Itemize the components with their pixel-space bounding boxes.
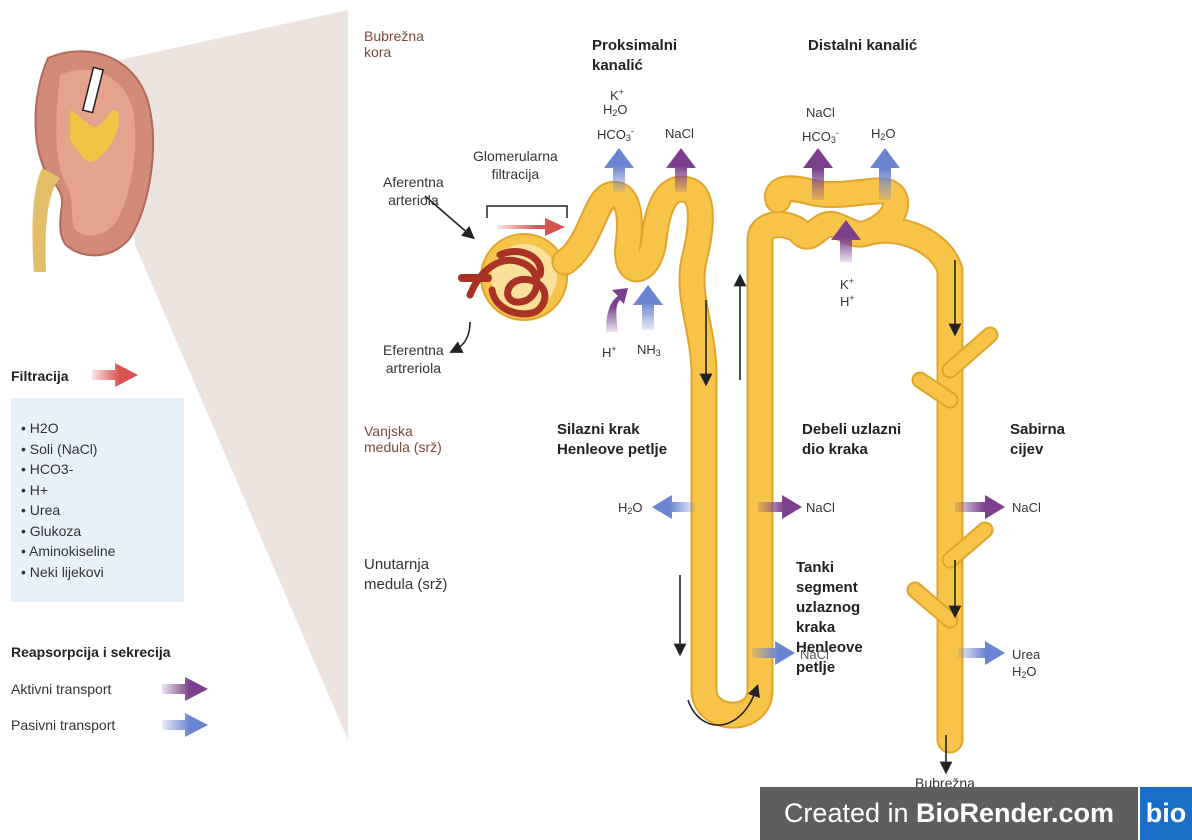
legend-active-label: Aktivni transport	[11, 681, 111, 697]
sub-coll-h2o: H2O	[1012, 663, 1037, 684]
legend-item: • Neki lijekovi	[21, 562, 184, 583]
sub-prox-nacl: NaCl	[665, 125, 694, 142]
legend-item: • Urea	[21, 500, 184, 521]
sub-thick-nacl: NaCl	[806, 499, 835, 516]
legend-passive-arrow	[162, 713, 208, 737]
glomerulus	[462, 234, 567, 320]
legend-item: • Glukoza	[21, 521, 184, 542]
legend-item: • Aminokiseline	[21, 541, 184, 562]
legend-filtration-arrow	[92, 363, 138, 387]
legend-active-arrow	[162, 677, 208, 701]
sub-prox-h2o: H2O	[603, 101, 628, 122]
sub-prox-nh3: NH3	[637, 341, 661, 362]
sub-coll-urea: Urea	[1012, 646, 1040, 663]
sub-prox-h: H+	[602, 341, 617, 361]
filtration-arrow	[497, 218, 565, 236]
sub-dist-h: H+	[840, 290, 855, 310]
title-distal: Distalni kanalić	[808, 36, 917, 56]
sub-dist-hco3: HCO3-	[802, 125, 839, 149]
legend-item: • HCO3-	[21, 459, 184, 480]
biorender-watermark[interactable]: Created in BioRender.com	[760, 787, 1138, 840]
biorender-logo[interactable]: bio	[1140, 787, 1192, 840]
legend-item: • H+	[21, 480, 184, 501]
legend-item: • Soli (NaCl)	[21, 439, 184, 460]
sub-thin-nacl: NaCl	[800, 646, 829, 663]
sub-dist-nacl: NaCl	[806, 104, 835, 121]
legend-reabsorption-title: Reapsorpcija i sekrecija	[11, 644, 171, 660]
legend-item: • H2O	[21, 418, 184, 439]
sub-dist-h2o: H2O	[871, 125, 896, 146]
sub-prox-hco3: HCO3-	[597, 123, 634, 147]
filtration-bracket	[487, 206, 567, 218]
legend-filtration-box: • H2O • Soli (NaCl) • HCO3- • H+ • Urea …	[11, 398, 184, 602]
legend-list: • H2O • Soli (NaCl) • HCO3- • H+ • Urea …	[11, 398, 184, 582]
legend-passive-label: Pasivni transport	[11, 717, 115, 733]
sub-coll-nacl: NaCl	[1012, 499, 1041, 516]
sub-desc-h2o: H2O	[618, 499, 643, 520]
legend-filtration-title: Filtracija	[11, 368, 69, 384]
